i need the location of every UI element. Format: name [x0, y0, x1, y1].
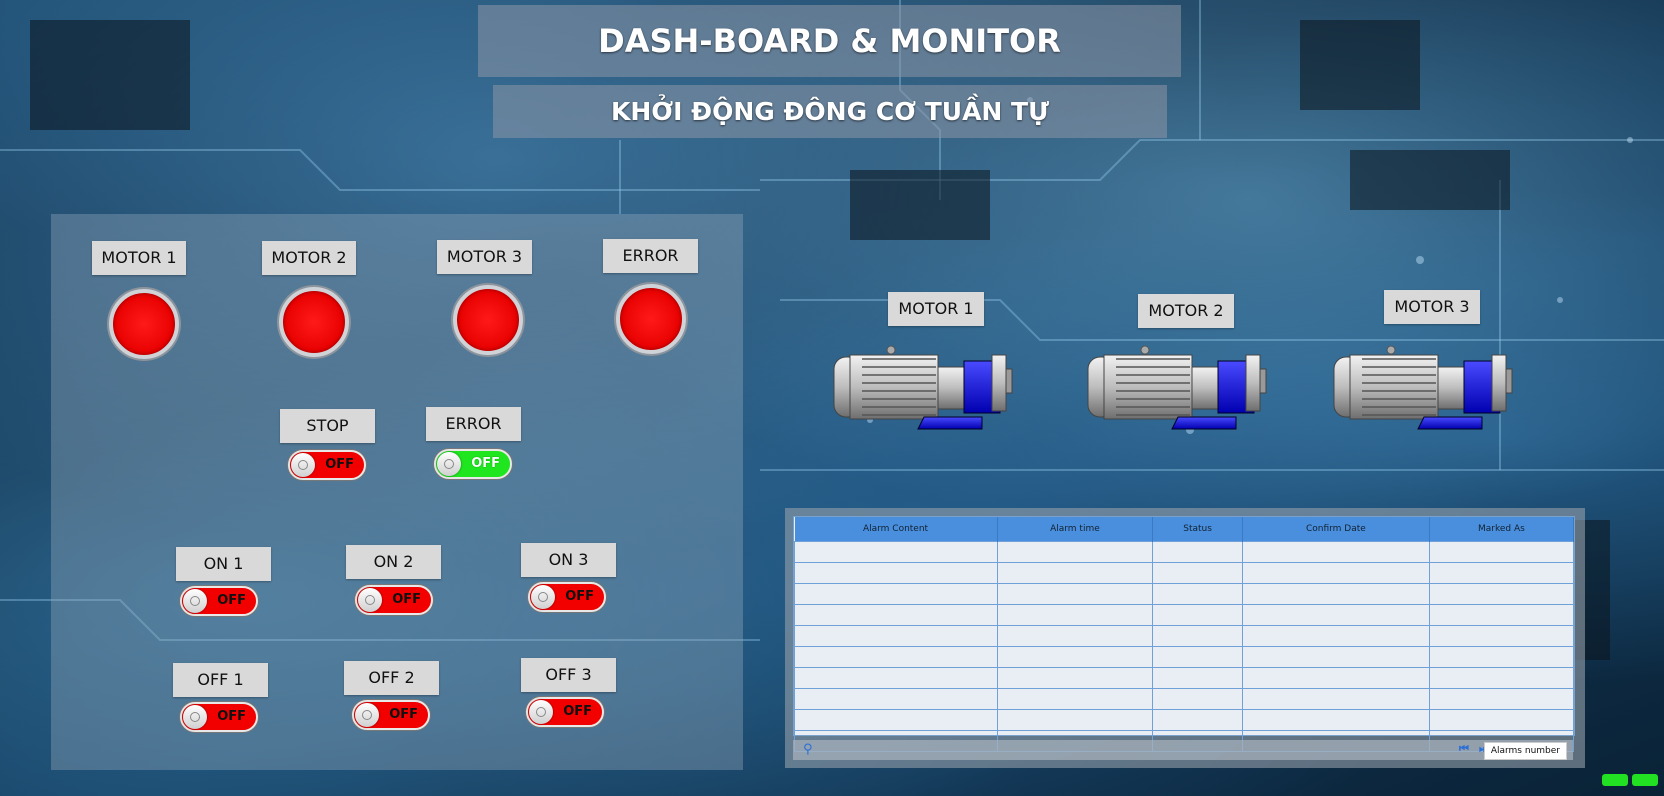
on3-switch[interactable]: OFF: [528, 582, 606, 612]
indicator-label-motor3: MOTOR 3: [437, 240, 532, 274]
stop-label: STOP: [280, 409, 375, 443]
off2-switch-state: OFF: [389, 707, 418, 722]
toggle-knob-icon: [183, 705, 207, 729]
on2-label: ON 2: [346, 545, 441, 579]
column-header-confirm-date[interactable]: Confirm Date: [1242, 517, 1430, 542]
error-label: ERROR: [426, 407, 521, 441]
table-row[interactable]: [794, 583, 1575, 605]
table-row[interactable]: [794, 646, 1575, 668]
indicator-lamp-error: [616, 284, 686, 354]
table-row[interactable]: [794, 709, 1575, 731]
off3-label: OFF 3: [521, 658, 616, 692]
motor3-label: MOTOR 3: [1384, 290, 1480, 324]
on1-label: ON 1: [176, 547, 271, 581]
on2-switch-state: OFF: [392, 592, 421, 607]
toggle-knob-icon: [437, 452, 461, 476]
toggle-knob-icon: [355, 703, 379, 727]
on1-switch-state: OFF: [217, 593, 246, 608]
page-title: DASH-BOARD & MONITOR: [478, 5, 1181, 77]
alarms-number-label: Alarms number: [1483, 742, 1567, 760]
toggle-knob-icon: [183, 589, 207, 613]
column-header-marked-as[interactable]: Marked As: [1429, 517, 1575, 542]
motor3-icon: [1333, 345, 1513, 430]
motor1-label: MOTOR 1: [888, 292, 984, 326]
toggle-knob-icon: [358, 588, 382, 612]
table-row[interactable]: [794, 625, 1575, 647]
off3-switch[interactable]: OFF: [526, 697, 604, 727]
motor2-icon: [1087, 345, 1267, 430]
off1-switch[interactable]: OFF: [180, 702, 258, 732]
status-led: [1632, 774, 1658, 786]
toggle-knob-icon: [291, 453, 315, 477]
indicator-lamp-motor2: [279, 287, 349, 357]
motor2-label: MOTOR 2: [1138, 294, 1234, 328]
on3-label: ON 3: [521, 543, 616, 577]
stop-switch[interactable]: OFF: [288, 450, 366, 480]
column-header-alarm-content[interactable]: Alarm Content: [794, 517, 998, 542]
stop-switch-state: OFF: [325, 457, 354, 472]
table-row[interactable]: [794, 604, 1575, 626]
indicator-lamp-motor3: [453, 285, 523, 355]
off3-switch-state: OFF: [563, 704, 592, 719]
alarm-toolbar: ⚲ ⏮ ⏭ Alarms number: [793, 740, 1573, 760]
on2-switch[interactable]: OFF: [355, 585, 433, 615]
column-header-alarm-time[interactable]: Alarm time: [997, 517, 1154, 542]
status-led: [1602, 774, 1628, 786]
column-header-status[interactable]: Status: [1152, 517, 1243, 542]
toggle-knob-icon: [529, 700, 553, 724]
error-switch-state: OFF: [471, 456, 500, 471]
off2-label: OFF 2: [344, 661, 439, 695]
indicator-label-error: ERROR: [603, 239, 698, 273]
indicator-label-motor1: MOTOR 1: [92, 241, 186, 275]
motor1-icon: [833, 345, 1013, 430]
first-page-icon[interactable]: ⏮: [1459, 742, 1469, 755]
alarm-table[interactable]: Alarm Content Alarm time Status Confirm …: [793, 516, 1575, 752]
table-row[interactable]: [794, 541, 1575, 563]
indicator-label-motor2: MOTOR 2: [262, 241, 356, 275]
on1-switch[interactable]: OFF: [180, 586, 258, 616]
search-icon[interactable]: ⚲: [803, 742, 813, 757]
alarm-view: Alarm Content Alarm time Status Confirm …: [785, 508, 1585, 768]
off1-label: OFF 1: [173, 663, 268, 697]
table-row[interactable]: [794, 688, 1575, 710]
table-row[interactable]: [794, 667, 1575, 689]
off2-switch[interactable]: OFF: [352, 700, 430, 730]
table-row[interactable]: [794, 562, 1575, 584]
indicator-lamp-motor1: [109, 289, 179, 359]
toggle-knob-icon: [531, 585, 555, 609]
error-switch[interactable]: OFF: [434, 449, 512, 479]
status-leds: [1598, 771, 1658, 790]
page-subtitle: KHỞI ĐỘNG ĐÔNG CƠ TUẦN TỰ: [493, 85, 1167, 138]
off1-switch-state: OFF: [217, 709, 246, 724]
on3-switch-state: OFF: [565, 589, 594, 604]
